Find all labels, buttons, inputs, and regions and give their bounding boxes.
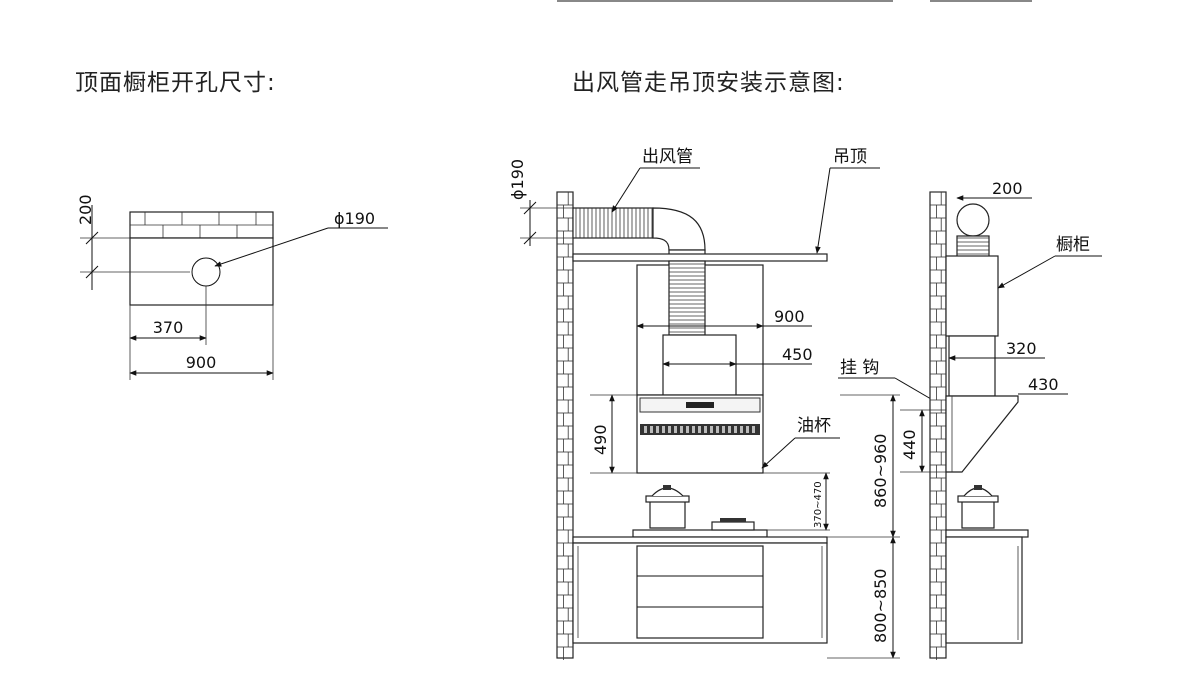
side-wall-cabinet [945,255,999,337]
dim-200-label: 200 [76,194,95,225]
side-cabinet-leader [997,255,1056,289]
side-pot [957,485,999,529]
dim-900-label: 900 [186,353,217,372]
cabinet-top-panel [129,237,274,306]
side-hood-profile [945,395,1019,473]
duct-label: 出风管 [642,147,693,167]
hood-motor-housing [662,334,737,396]
stove-with-pot [632,485,768,538]
side-cabinet-label: 橱柜 [1056,235,1090,255]
right-panel-title: 出风管走吊顶安装示意图: [572,70,845,96]
phi190-label: ϕ190 [334,209,375,228]
dim-860-960-label: 860~960 [871,434,890,508]
side-320-label: 320 [1006,339,1037,358]
side-countertop [945,529,1029,538]
hood-900-label: 900 [774,307,805,326]
ceiling-label-leader [815,167,831,254]
hood-490-label: 490 [591,424,610,455]
side-duct-section [956,203,990,237]
dim-370-470-label: 370~470 [813,481,824,528]
oilcup-label: 油杯 [797,416,831,436]
side-440-label: 440 [900,429,919,460]
side-motor-housing [948,335,996,397]
dim-370-label: 370 [153,318,184,337]
motor-450-label: 450 [782,345,813,364]
ceiling-duct-panel: 出风管走吊顶安装示意图: [508,70,944,660]
phi190-leader [214,227,329,267]
cabinet-cutout-panel: 顶面橱柜开孔尺寸: 200 ϕ190 370 [75,70,388,380]
kitchen-counter-cabinet [572,536,828,644]
duct-label-leader [611,167,641,213]
hook-label: 挂 钩 [840,358,879,378]
side-430-label: 430 [1028,375,1059,394]
side-view: 200 橱柜 320 430 440 [900,179,1102,660]
ceiling-label: 吊顶 [833,147,867,167]
ceiling-board [572,253,828,262]
side-brick-wall [929,191,947,660]
cutout-brick-wall [129,211,274,239]
side-base-cabinet [945,536,1023,644]
duct-phi190-label: ϕ190 [508,159,527,200]
side-200-label: 200 [992,179,1023,198]
oilcup-leader [761,437,796,469]
left-panel-title: 顶面橱柜开孔尺寸: [75,70,276,96]
front-brick-wall [556,191,574,660]
range-hood-body [636,394,764,474]
dim-800-850-label: 800~850 [871,569,890,643]
